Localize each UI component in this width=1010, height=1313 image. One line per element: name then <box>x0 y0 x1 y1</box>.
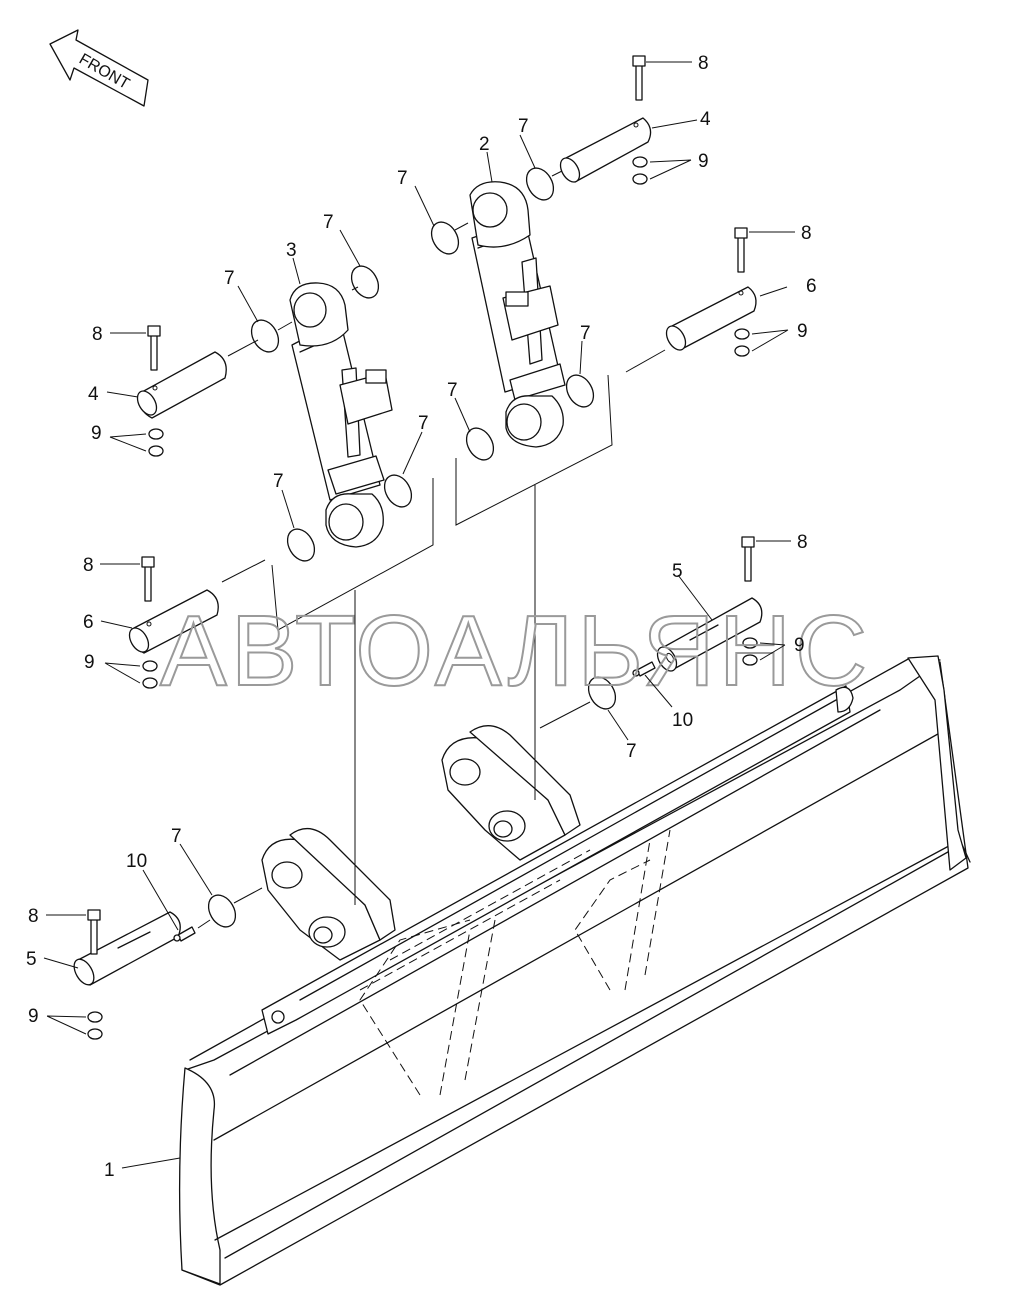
callout-1: 1 <box>104 1160 115 1181</box>
callout-8: 8 <box>801 223 812 244</box>
callout-9: 9 <box>794 635 805 656</box>
bolts <box>87 55 755 955</box>
callout-2: 2 <box>479 134 490 155</box>
callout-7: 7 <box>273 471 284 492</box>
callout-7: 7 <box>397 168 408 189</box>
callout-7: 7 <box>580 323 591 344</box>
leader-lines <box>43 61 795 1169</box>
blade-lift-arm-left <box>261 828 396 961</box>
callout-3: 3 <box>286 240 297 261</box>
callout-5: 5 <box>672 561 683 582</box>
callout-7: 7 <box>418 413 429 434</box>
o-rings <box>207 167 617 928</box>
callout-7: 7 <box>323 212 334 233</box>
grease-fitting-icon <box>173 661 656 942</box>
hydraulic-cylinder-3 <box>289 282 393 548</box>
callout-4: 4 <box>700 109 711 130</box>
pin-5-right <box>656 597 763 672</box>
blade-lift-arm-right <box>441 725 581 861</box>
callout-7: 7 <box>171 826 182 847</box>
dozer-blade <box>178 655 971 1286</box>
callout-10: 10 <box>672 710 693 731</box>
pin-6-upper-right <box>665 286 757 351</box>
callout-6: 6 <box>806 276 817 297</box>
callout-9: 9 <box>698 151 709 172</box>
assembly-lines <box>197 170 666 929</box>
callout-labels: 1 2 3 4 4 5 5 6 6 7 7 7 7 7 7 7 7 7 7 7 … <box>26 53 817 1181</box>
callout-9: 9 <box>28 1006 39 1027</box>
callout-7: 7 <box>447 380 458 401</box>
pin-4-upper-right <box>559 117 652 183</box>
pin-6-left <box>128 589 219 654</box>
front-arrow-icon: FRONT <box>49 29 149 107</box>
callout-7: 7 <box>224 268 235 289</box>
callout-8: 8 <box>92 324 103 345</box>
callout-4: 4 <box>88 384 99 405</box>
callout-6: 6 <box>83 612 94 633</box>
callout-7: 7 <box>626 741 637 762</box>
pin-4-left <box>136 351 227 419</box>
watermark-text: АВТОАЛЬЯНС <box>160 595 871 707</box>
callout-9: 9 <box>84 652 95 673</box>
callout-10: 10 <box>126 851 147 872</box>
callout-8: 8 <box>698 53 709 74</box>
callout-8: 8 <box>28 906 39 927</box>
pin-5-left <box>73 911 181 986</box>
nuts <box>87 156 758 1040</box>
callout-9: 9 <box>91 423 102 444</box>
hydraulic-cylinder-2 <box>469 181 566 448</box>
callout-8: 8 <box>797 532 808 553</box>
callout-7: 7 <box>518 116 529 137</box>
callout-9: 9 <box>797 321 808 342</box>
callout-5: 5 <box>26 949 37 970</box>
callout-8: 8 <box>83 555 94 576</box>
